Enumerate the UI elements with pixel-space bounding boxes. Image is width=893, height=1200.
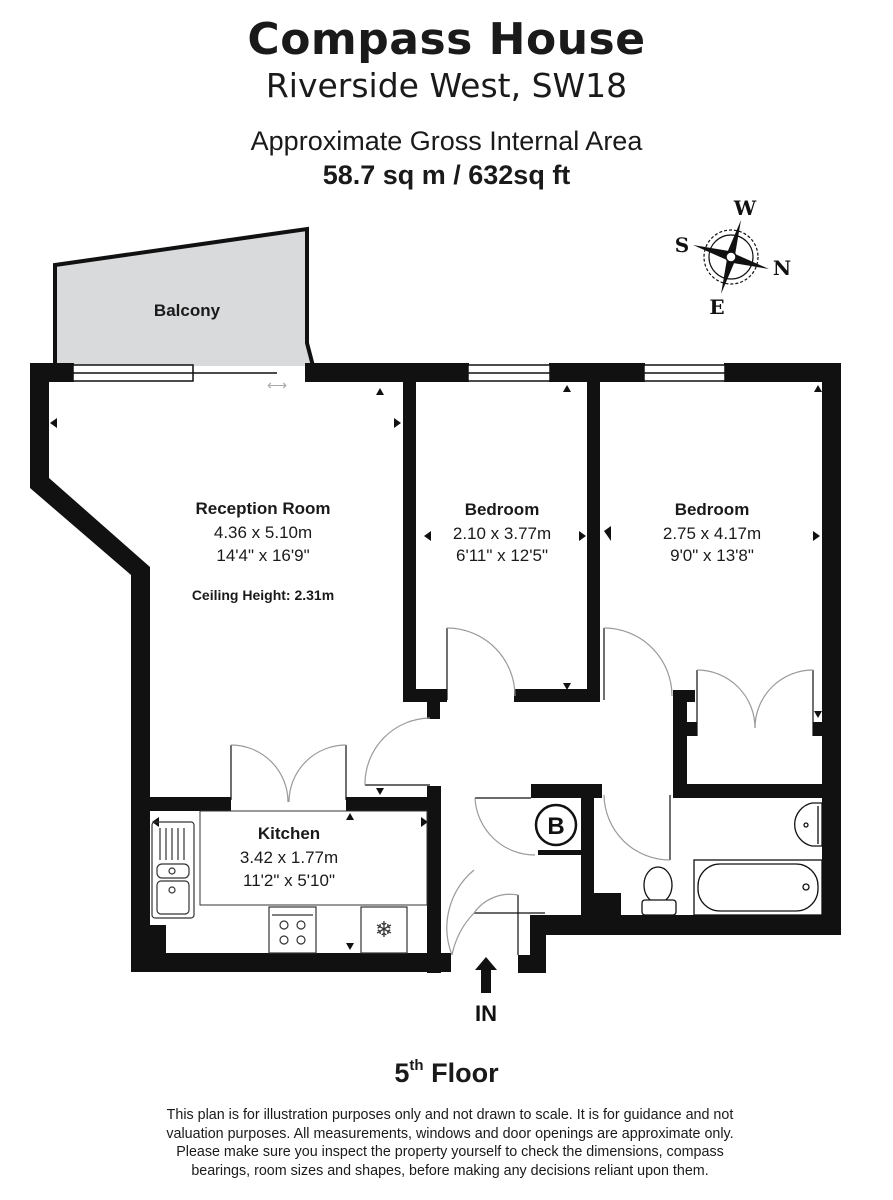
- svg-text:B: B: [547, 813, 564, 840]
- room-name: Reception Room: [195, 499, 330, 518]
- bathtub-icon: [693, 859, 823, 916]
- room-imperial: 14'4" x 16'9": [216, 546, 309, 565]
- room-imperial: 9'0" x 13'8": [670, 546, 754, 565]
- disclaimer-line: bearings, room sizes and shapes, before …: [191, 1162, 709, 1179]
- toilet-icon: [641, 866, 677, 916]
- room-imperial: 6'11" x 12'5": [456, 546, 548, 565]
- walls: [30, 363, 841, 973]
- floor-suffix: th: [409, 1057, 424, 1074]
- room-imperial: 11'2" x 5'10": [243, 871, 335, 890]
- ceiling-height: Ceiling Height: 2.31m: [192, 587, 334, 603]
- dimension-markers: [50, 385, 822, 950]
- room-bedroom-1: Bedroom 2.10 x 3.77m 6'11" x 12'5": [453, 500, 551, 565]
- room-name: Bedroom: [675, 500, 750, 519]
- area-value: 58.7 sq m / 632sq ft: [322, 160, 571, 190]
- room-reception: Reception Room 4.36 x 5.10m 14'4" x 16'9…: [192, 499, 334, 603]
- floor-number: 5: [394, 1058, 410, 1088]
- property-address: Riverside West, SW18: [265, 66, 628, 105]
- room-metric: 4.36 x 5.10m: [214, 523, 312, 542]
- disclaimer-line: Please make sure you inspect the propert…: [176, 1144, 724, 1160]
- balcony: Balcony: [53, 226, 315, 367]
- area-label: Approximate Gross Internal Area: [250, 126, 643, 156]
- entrance-arrow-icon: [475, 957, 497, 993]
- sliding-door-icon: ⟷: [267, 377, 287, 393]
- svg-text:❄: ❄: [375, 917, 393, 942]
- balcony-label: Balcony: [154, 301, 221, 320]
- compass-north-label: N: [773, 256, 791, 280]
- floor-label: 5th Floor: [0, 1057, 893, 1089]
- room-kitchen: Kitchen 3.42 x 1.77m 11'2" x 5'10": [240, 824, 338, 890]
- fridge-freezer-icon: ❄: [360, 906, 408, 954]
- floor-word: Floor: [431, 1058, 499, 1088]
- room-metric: 3.42 x 1.77m: [240, 848, 338, 867]
- kitchen-counter: [199, 810, 428, 906]
- compass-rose-icon: W S N E: [675, 196, 791, 319]
- disclaimer-line: valuation purposes. All measurements, wi…: [166, 1125, 734, 1142]
- compass-west-label: W: [733, 196, 757, 220]
- windows: [72, 364, 726, 382]
- disclaimer: This plan is for illustration purposes o…: [120, 1106, 780, 1180]
- door-swings: [230, 627, 814, 956]
- oven-hob-icon: [268, 906, 317, 954]
- room-name: Kitchen: [258, 824, 320, 843]
- washbasin-icon: [794, 802, 823, 847]
- compass-south-label: S: [675, 233, 689, 257]
- room-metric: 2.10 x 3.77m: [453, 524, 551, 543]
- property-title: Compass House: [247, 14, 646, 65]
- room-name: Bedroom: [465, 500, 540, 519]
- boiler-icon: B: [534, 803, 578, 847]
- room-metric: 2.75 x 4.17m: [663, 524, 761, 543]
- compass-east-label: E: [709, 295, 724, 319]
- kitchen-sink-icon: [151, 821, 195, 919]
- room-bedroom-2: Bedroom 2.75 x 4.17m 9'0" x 13'8": [663, 500, 761, 565]
- disclaimer-line: This plan is for illustration purposes o…: [166, 1107, 734, 1123]
- entrance-label: IN: [475, 1001, 497, 1026]
